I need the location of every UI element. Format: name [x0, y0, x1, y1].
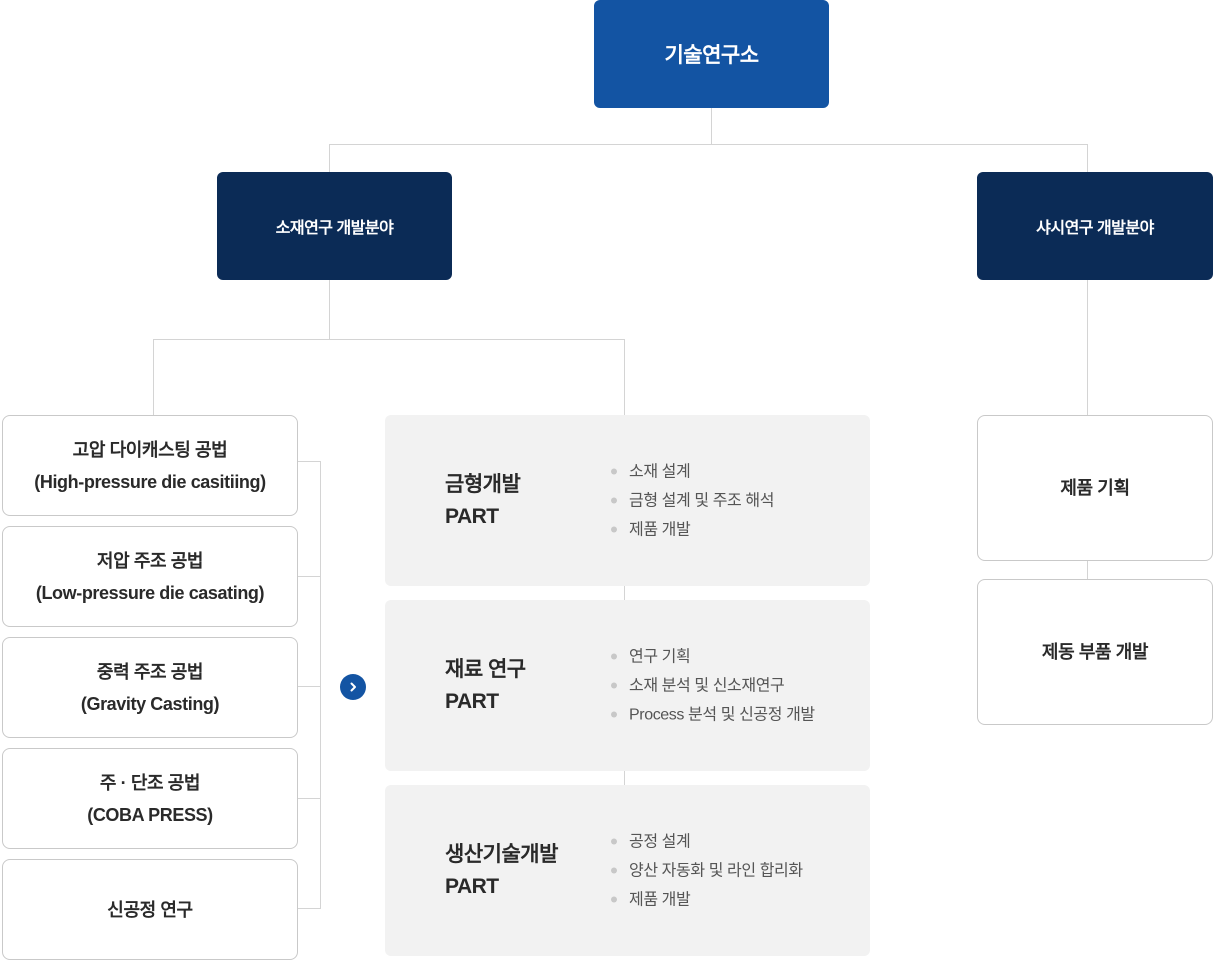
list-item-label: 금형 설계 및 주조 해석: [629, 492, 775, 509]
bullet-icon: [611, 653, 617, 659]
list-item-label: 제품 개발: [629, 521, 691, 538]
list-item: 제품 개발: [611, 885, 803, 914]
bracket-line: [297, 798, 321, 799]
bracket-line: [297, 686, 321, 687]
list-item-label: 공정 설계: [629, 833, 691, 850]
chevron-right-icon: [340, 674, 366, 700]
bracket-line: [297, 908, 321, 909]
branch-material-label: 소재연구 개발분야: [275, 220, 394, 237]
bracket-line: [297, 461, 321, 462]
bracket-line: [297, 576, 321, 577]
list-item: 연구 기획: [611, 642, 815, 671]
method-sub: (Gravity Casting): [80, 693, 220, 714]
top-node: 기술연구소: [594, 0, 829, 108]
chassis-box: 제품 기획: [977, 415, 1213, 561]
bullet-icon: [611, 867, 617, 873]
part-title: 금형개발 PART: [445, 469, 521, 533]
connector-line: [1087, 560, 1088, 579]
part-item-list: 연구 기획 소재 분석 및 신소재연구 Process 분석 및 신공정 개발: [611, 642, 815, 729]
branch-chassis-label: 샤시연구 개발분야: [1036, 220, 1154, 237]
list-item-label: 양산 자동화 및 라인 합리화: [629, 862, 803, 879]
list-item: 소재 분석 및 신소재연구: [611, 671, 815, 700]
connector-line: [153, 339, 625, 340]
method-box: 주 · 단조 공법 (COBA PRESS): [2, 748, 298, 849]
branch-chassis: 샤시연구 개발분야: [977, 172, 1213, 280]
list-item: 공정 설계: [611, 827, 803, 856]
part-title-name: 금형개발: [445, 472, 521, 496]
bullet-icon: [611, 682, 617, 688]
part-title-name: 생산기술개발: [445, 842, 558, 866]
method-name: 신공정 연구: [107, 899, 193, 920]
method-box: 저압 주조 공법 (Low-pressure die casating): [2, 526, 298, 627]
connector-line: [624, 586, 625, 600]
list-item: 소재 설계: [611, 457, 774, 486]
connector-line: [1087, 280, 1088, 415]
method-name: 중력 주조 공법: [96, 661, 204, 682]
chassis-box: 제동 부품 개발: [977, 579, 1213, 725]
part-title-suffix: PART: [445, 874, 499, 898]
bullet-icon: [611, 838, 617, 844]
top-node-label: 기술연구소: [664, 44, 759, 67]
method-sub: (COBA PRESS): [87, 804, 213, 825]
method-sub: (Low-pressure die casating): [35, 582, 265, 603]
connector-line: [624, 771, 625, 785]
branch-material: 소재연구 개발분야: [217, 172, 452, 280]
bullet-icon: [611, 497, 617, 503]
bullet-icon: [611, 711, 617, 717]
method-box: 중력 주조 공법 (Gravity Casting): [2, 637, 298, 738]
list-item-label: 연구 기획: [629, 648, 691, 665]
part-title: 생산기술개발 PART: [445, 839, 558, 903]
part-box: 생산기술개발 PART 공정 설계 양산 자동화 및 라인 합리화 제품 개발: [385, 785, 870, 956]
method-name: 고압 다이캐스팅 공법: [72, 439, 228, 460]
part-box: 금형개발 PART 소재 설계 금형 설계 및 주조 해석 제품 개발: [385, 415, 870, 586]
method-name: 주 · 단조 공법: [99, 772, 201, 793]
part-title: 재료 연구 PART: [445, 654, 526, 718]
bullet-icon: [611, 896, 617, 902]
bullet-icon: [611, 526, 617, 532]
connector-line: [329, 144, 1088, 145]
method-box: 고압 다이캐스팅 공법 (High-pressure die casitiing…: [2, 415, 298, 516]
part-item-list: 공정 설계 양산 자동화 및 라인 합리화 제품 개발: [611, 827, 803, 914]
connector-line: [624, 339, 625, 415]
list-item: 금형 설계 및 주조 해석: [611, 486, 774, 515]
bracket-line: [320, 461, 321, 908]
part-item-list: 소재 설계 금형 설계 및 주조 해석 제품 개발: [611, 457, 774, 544]
connector-line: [153, 339, 154, 415]
connector-line: [329, 280, 330, 340]
connector-line: [329, 144, 330, 172]
list-item: 양산 자동화 및 라인 합리화: [611, 856, 803, 885]
chassis-box-label: 제동 부품 개발: [1041, 642, 1149, 662]
bullet-icon: [611, 468, 617, 474]
connector-line: [1087, 144, 1088, 172]
method-name: 저압 주조 공법: [96, 550, 204, 571]
part-title-suffix: PART: [445, 504, 499, 528]
list-item-label: 소재 설계: [629, 463, 691, 480]
list-item-label: 제품 개발: [629, 891, 691, 908]
part-box: 재료 연구 PART 연구 기획 소재 분석 및 신소재연구 Process 분…: [385, 600, 870, 771]
method-sub: (High-pressure die casitiing): [34, 471, 266, 492]
part-title-name: 재료 연구: [445, 657, 526, 681]
method-box: 신공정 연구: [2, 859, 298, 960]
connector-line: [711, 108, 712, 145]
chassis-box-label: 제품 기획: [1060, 478, 1130, 498]
part-title-suffix: PART: [445, 689, 499, 713]
list-item-label: 소재 분석 및 신소재연구: [629, 677, 785, 694]
list-item: Process 분석 및 신공정 개발: [611, 700, 815, 729]
list-item-label: Process 분석 및 신공정 개발: [629, 706, 815, 723]
list-item: 제품 개발: [611, 515, 774, 544]
